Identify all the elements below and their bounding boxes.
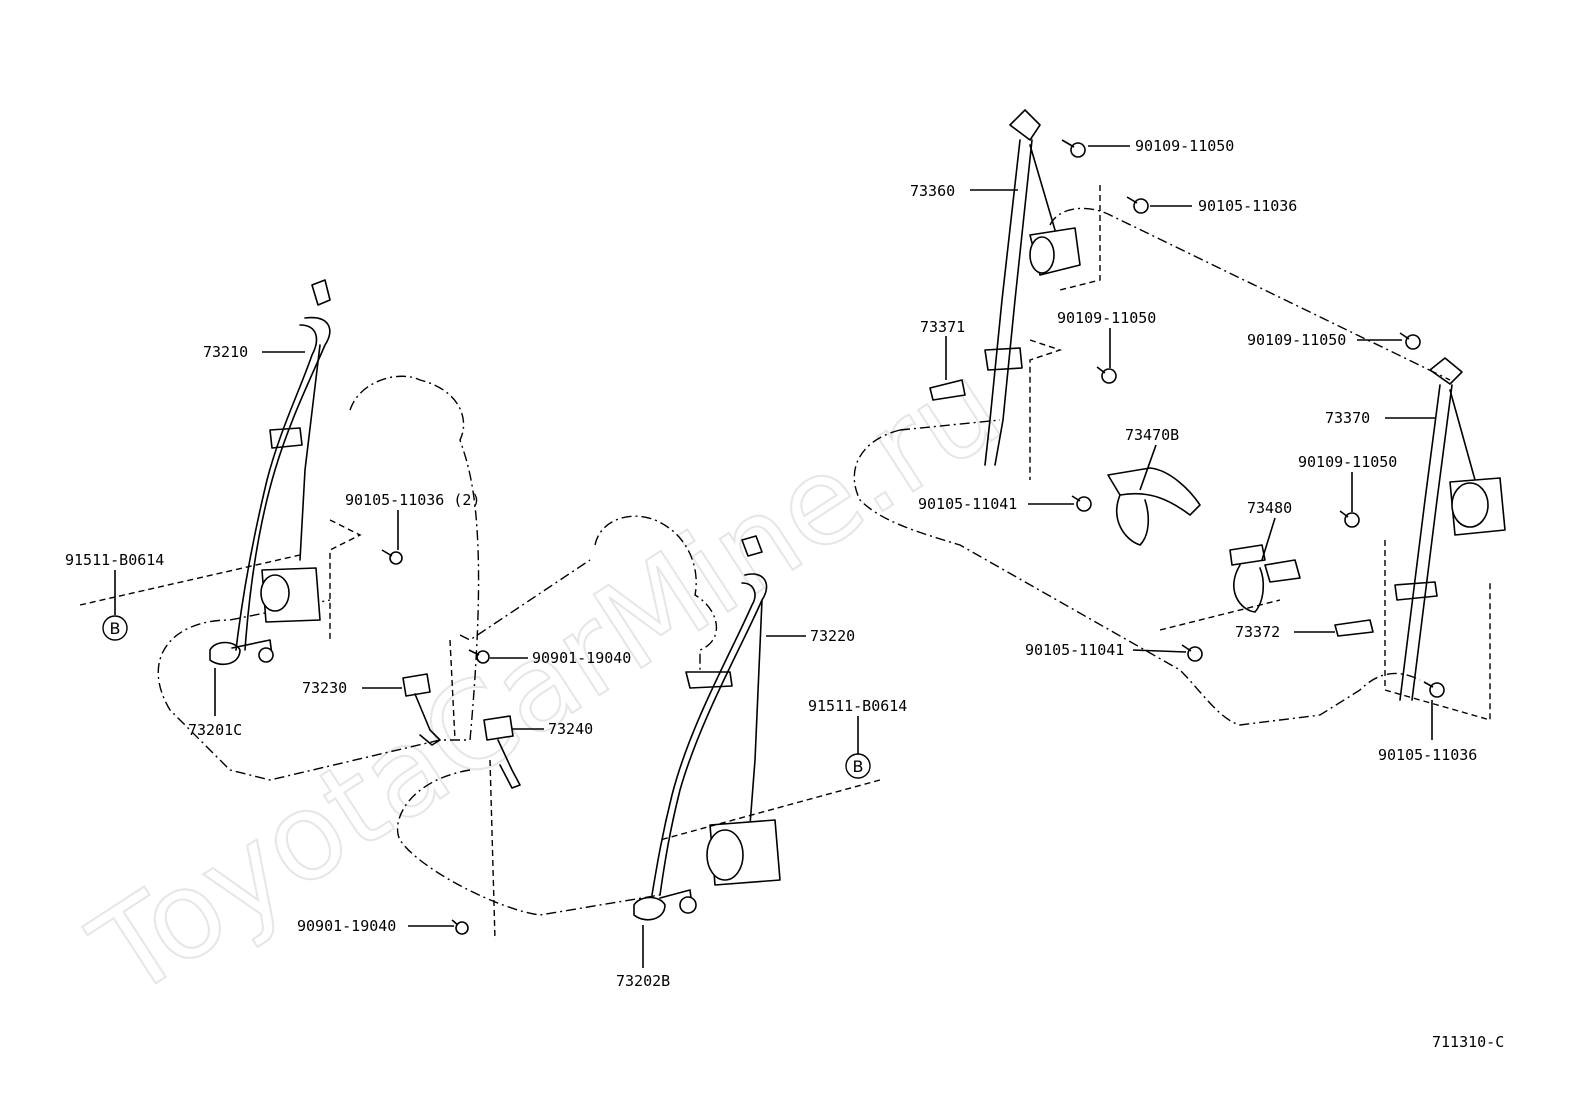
label-73210: 73210 — [203, 343, 248, 361]
tongue-73372 — [1334, 619, 1374, 637]
belt-73370 — [1394, 357, 1506, 701]
bolt-icon — [1181, 644, 1203, 662]
reference-code: 711310-C — [1432, 1033, 1504, 1051]
ref-line-b-left — [79, 554, 301, 606]
left-seat-outline — [157, 375, 480, 781]
bolt-icon — [1339, 510, 1360, 528]
belt-73210 — [209, 279, 331, 666]
label-bolt-bottom-r: 90105-11036 — [1378, 746, 1477, 764]
label-73370: 73370 — [1325, 409, 1370, 427]
bolt-icon — [381, 549, 403, 565]
label-bolt-right-1: 90109-11050 — [1247, 331, 1346, 349]
label-73470b: 73470B — [1125, 426, 1179, 444]
label-73202b: 73202B — [616, 972, 670, 990]
bolt-icon — [1126, 196, 1149, 214]
buckle-73480 — [1229, 544, 1301, 613]
marker-b-left-label: B — [110, 619, 121, 638]
label-73230: 73230 — [302, 679, 347, 697]
bolt-icon — [1061, 139, 1086, 158]
buckle-73240 — [483, 715, 521, 789]
label-bolt-top-2: 90105-11036 — [1198, 197, 1297, 215]
label-b-mid: 91511-B0614 — [808, 697, 907, 715]
buckle-73470b — [1107, 467, 1201, 546]
label-bolt-90901-a: 90901-19040 — [532, 649, 631, 667]
label-bolt-right-2: 90109-11050 — [1298, 453, 1397, 471]
ref-line-bolt-left — [329, 519, 362, 640]
marker-b-mid: B — [845, 753, 871, 779]
bolt-icon — [1399, 332, 1421, 350]
bolt-icon — [468, 649, 490, 664]
label-73372: 73372 — [1235, 623, 1280, 641]
label-bolt-41-b: 90105-11041 — [1025, 641, 1124, 659]
label-bolt-mid-1: 90109-11050 — [1057, 309, 1156, 327]
belt-73360 — [984, 109, 1081, 466]
bolt-icon — [1071, 495, 1092, 512]
bolt-icon — [1096, 366, 1117, 384]
tongue-73371 — [929, 379, 966, 401]
label-bolt-seat-2: 90105-11036 (2) — [345, 491, 480, 509]
rear-seat-outline — [853, 185, 1491, 726]
label-73220: 73220 — [810, 627, 855, 645]
label-bolt-top-1: 90109-11050 — [1135, 137, 1234, 155]
buckle-73230 — [402, 673, 441, 746]
marker-b-mid-label: B — [853, 757, 864, 776]
label-73240: 73240 — [548, 720, 593, 738]
label-b-left: 91511-B0614 — [65, 551, 164, 569]
label-73371: 73371 — [920, 318, 965, 336]
label-bolt-90901-b: 90901-19040 — [297, 917, 396, 935]
middle-seat-outline — [396, 515, 717, 941]
bolt-icon — [451, 919, 469, 935]
label-bolt-41-a: 90105-11041 — [918, 495, 1017, 513]
belt-73220 — [633, 535, 781, 921]
watermark: ToyotaCarMine.ru — [69, 337, 1025, 1025]
label-73480: 73480 — [1247, 499, 1292, 517]
leader-lines — [114, 145, 1435, 968]
marker-b-left: B — [102, 615, 128, 641]
bolt-icon — [1423, 681, 1445, 698]
ref-line-b-mid — [659, 779, 881, 841]
label-73360: 73360 — [910, 182, 955, 200]
label-73201c: 73201C — [188, 721, 242, 739]
